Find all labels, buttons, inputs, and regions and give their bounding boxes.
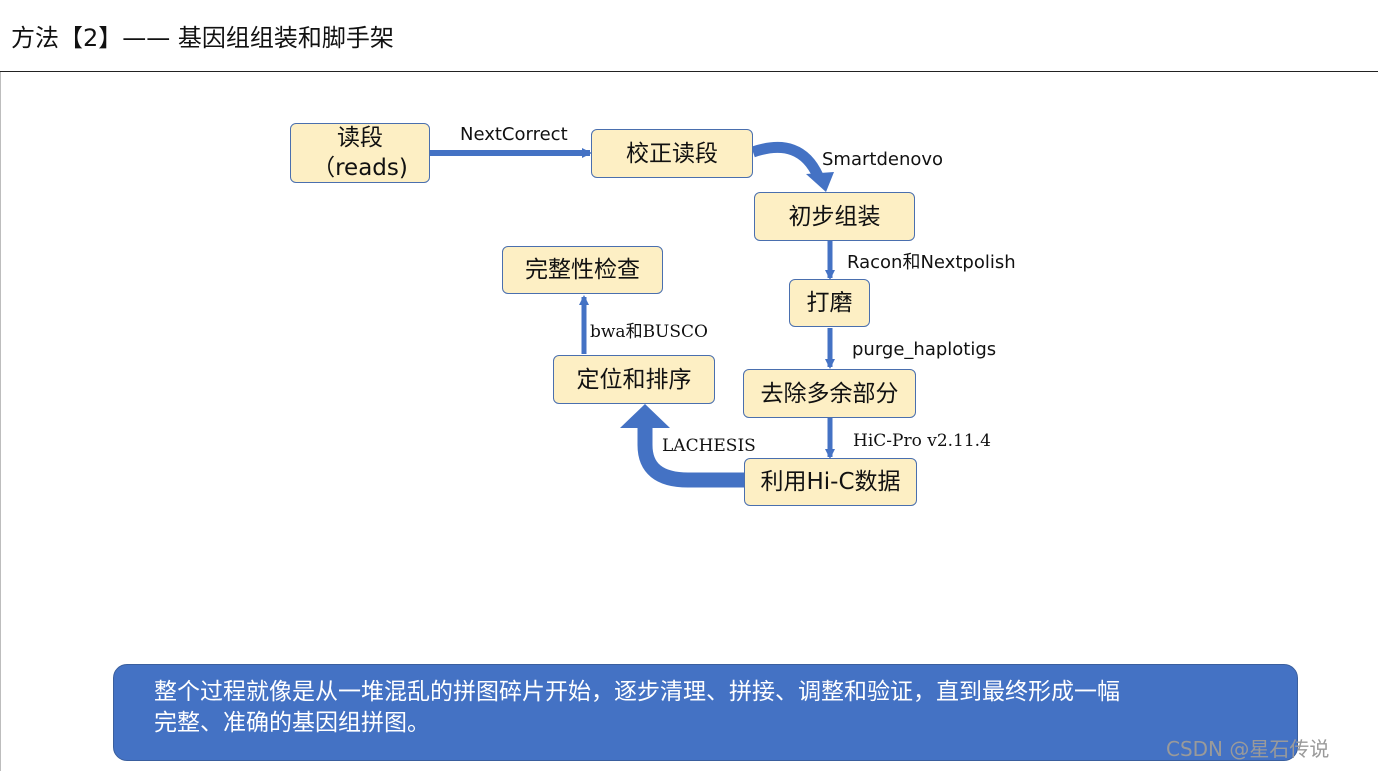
node-reads-line1: 读段 [337, 125, 383, 151]
watermark: CSDN @星石传说 [1166, 737, 1330, 761]
edge-label-hicpro: HiC-Pro v2.11.4 [853, 431, 991, 451]
summary-line1: 整个过程就像是从一堆混乱的拼图碎片开始，逐步清理、拼接、调整和验证，直到最终形成… [154, 679, 1120, 705]
edge-label-lachesis: LACHESIS [662, 436, 756, 456]
summary-box: 整个过程就像是从一堆混乱的拼图碎片开始，逐步清理、拼接、调整和验证，直到最终形成… [113, 664, 1298, 761]
node-hic-data: 利用Hi-C数据 [744, 458, 917, 506]
edge-label-smartdenovo: Smartdenovo [822, 149, 944, 170]
arrow-smartdenovo [751, 141, 824, 179]
slide-header: 方法【2】—— 基因组组装和脚手架 [0, 0, 1378, 72]
edge-label-nextcorrect: NextCorrect [460, 124, 568, 145]
node-initial-assembly: 初步组装 [754, 192, 915, 241]
summary-line2: 完整、准确的基因组拼图。 [154, 710, 430, 736]
left-border [0, 72, 1, 771]
arrow-lachesis [637, 426, 745, 488]
node-reads: 读段 （reads) [290, 123, 430, 183]
slide-title: 方法【2】—— 基因组组装和脚手架 [11, 24, 394, 52]
edge-label-bwa: bwa和BUSCO [590, 322, 708, 342]
node-polish: 打磨 [789, 279, 870, 327]
node-corrected-reads: 校正读段 [591, 129, 753, 178]
edge-label-purge: purge_haplotigs [852, 339, 997, 360]
node-reads-line2: （reads) [312, 155, 408, 181]
node-position-order: 定位和排序 [553, 355, 715, 404]
edge-label-racon: Racon和Nextpolish [847, 252, 1016, 273]
node-remove-redundant: 去除多余部分 [743, 369, 916, 418]
node-completeness-check: 完整性检查 [502, 246, 663, 294]
